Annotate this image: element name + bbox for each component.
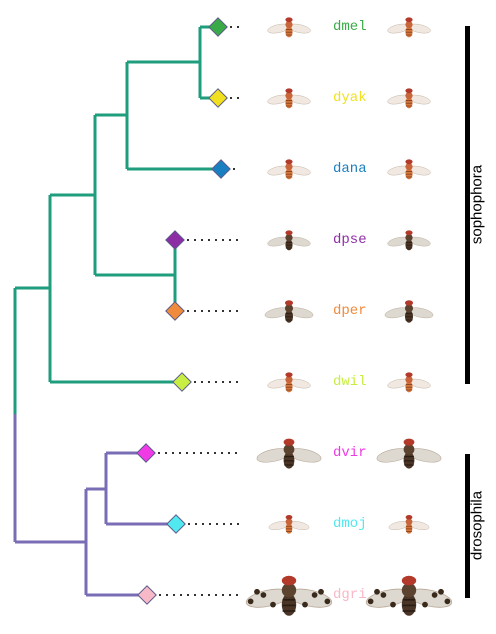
branch-drosophila <box>84 487 147 597</box>
branch-melanogaster-group <box>125 60 221 171</box>
tip-marker-dmel <box>208 17 228 37</box>
fly-image-dgri-1 <box>245 575 333 616</box>
species-label-dper: dper <box>333 303 367 319</box>
tip-marker-dgri <box>137 585 157 605</box>
fly-image-dvir-2 <box>376 438 442 469</box>
fly-image-dwil-2 <box>387 372 431 393</box>
fly-image-dyak-1 <box>267 88 311 109</box>
fly-image-dana-2 <box>387 159 431 180</box>
branch-sophophora <box>48 193 182 384</box>
fly-image-dper-2 <box>384 300 434 323</box>
fly-image-dmoj-2 <box>388 515 430 534</box>
branch-root-top <box>13 286 50 414</box>
species-label-dwil: dwil <box>333 374 367 390</box>
tip-marker-dvir <box>136 443 156 463</box>
fly-image-dmel-2 <box>387 17 431 38</box>
fly-image-dmel-1 <box>267 17 311 38</box>
branch-sophophora-inner <box>93 113 175 277</box>
species-label-dgri: dgri <box>333 587 367 603</box>
clade-bar-drosophila <box>465 454 470 598</box>
fly-image-dper-1 <box>264 300 314 323</box>
tree-branches <box>13 25 221 597</box>
leader-dots <box>158 26 240 596</box>
tip-marker-dyak <box>208 88 228 108</box>
branch-root-bottom <box>13 414 86 544</box>
species-label-dvir: dvir <box>333 445 367 461</box>
branch-dmel-dyak <box>198 25 218 100</box>
species-label-dmel: dmel <box>333 19 367 35</box>
tip-marker-dwil <box>172 372 192 392</box>
clade-label-sophophora: sophophora <box>468 164 486 245</box>
species-label-dpse: dpse <box>333 232 367 248</box>
fly-image-dvir-1 <box>256 438 322 469</box>
species-label-dyak: dyak <box>333 90 367 106</box>
tip-markers <box>136 17 231 605</box>
fly-image-dpse-2 <box>387 230 431 251</box>
fly-image-dwil-1 <box>267 372 311 393</box>
clade-label-drosophila: drosophila <box>468 490 486 561</box>
branch-dvir-dmoj <box>104 451 176 526</box>
species-label-dana: dana <box>333 161 367 177</box>
species-label-dmoj: dmoj <box>333 516 367 532</box>
tip-marker-dmoj <box>166 514 186 534</box>
clade-bar-sophophora <box>465 26 470 384</box>
fly-image-dmoj-1 <box>268 515 310 534</box>
fly-image-dana-1 <box>267 159 311 180</box>
fly-image-dpse-1 <box>267 230 311 251</box>
fly-image-dgri-2 <box>365 575 453 616</box>
fly-image-dyak-2 <box>387 88 431 109</box>
tip-marker-dpse <box>165 230 185 250</box>
tip-marker-dper <box>165 301 185 321</box>
tip-marker-dana <box>211 159 231 179</box>
fly-images <box>245 17 453 616</box>
